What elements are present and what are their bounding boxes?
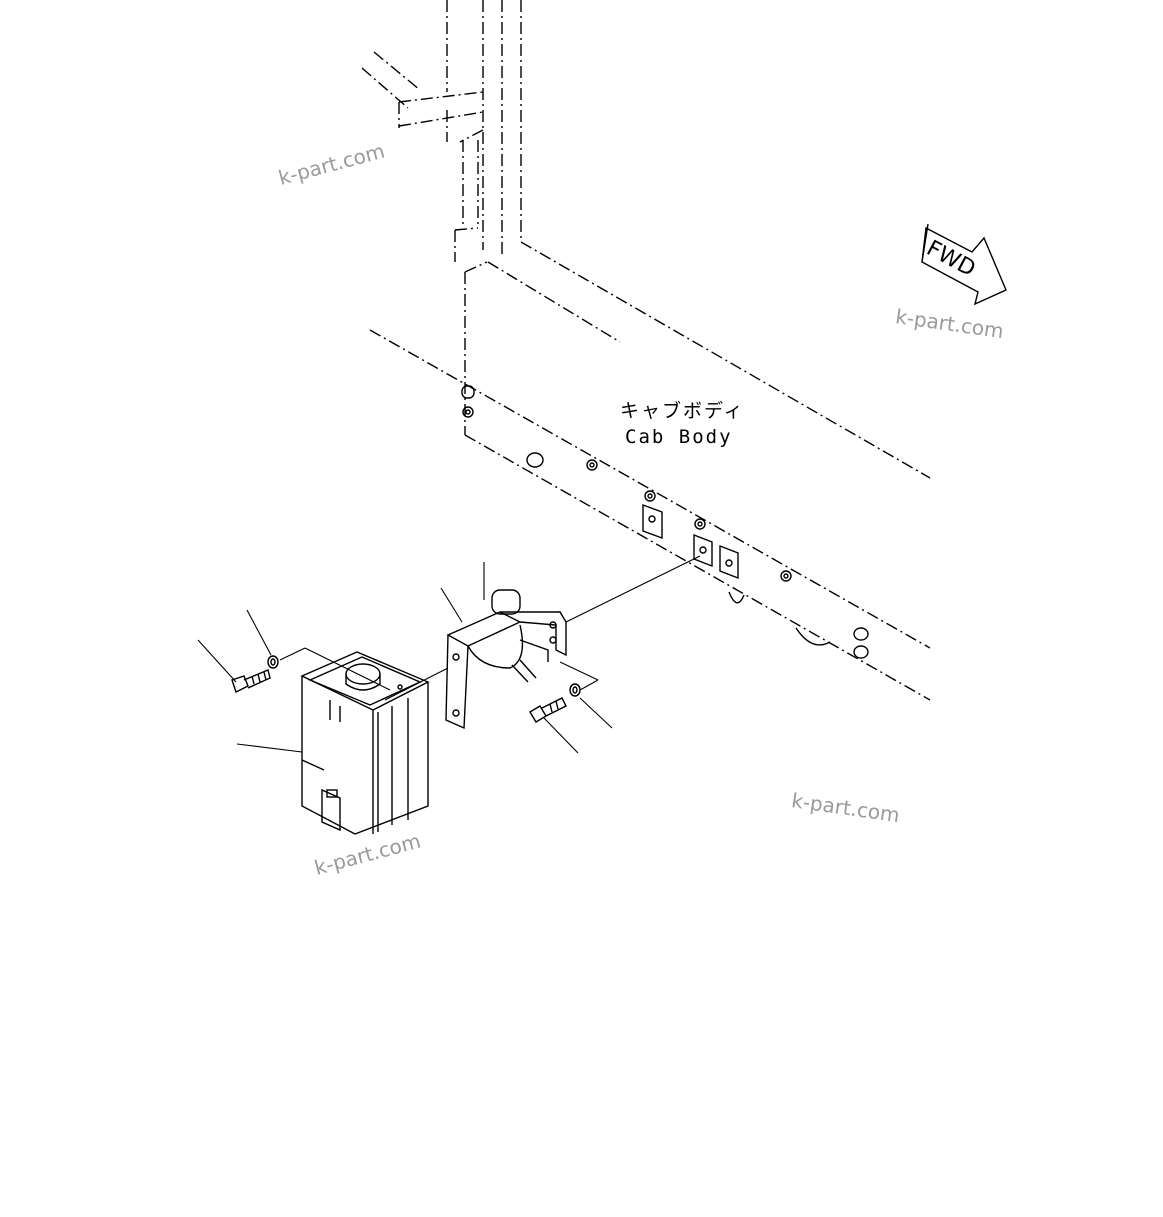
cab-mount-holes — [461, 385, 869, 659]
fwd-arrow-icon — [921, 223, 1007, 306]
bolt-right — [529, 697, 567, 723]
bracket — [445, 589, 567, 730]
washer-left — [267, 655, 279, 669]
washer-tank — [300, 651, 430, 835]
bolt-left — [231, 669, 271, 693]
assembly-lines — [279, 555, 701, 701]
cab-body-label-jp: キャブボディ — [620, 400, 745, 422]
cab-body-label-en: Cab Body — [625, 426, 733, 448]
leader-lines — [197, 562, 613, 754]
washer-right — [569, 683, 581, 697]
cab-body-outline — [361, 0, 931, 701]
